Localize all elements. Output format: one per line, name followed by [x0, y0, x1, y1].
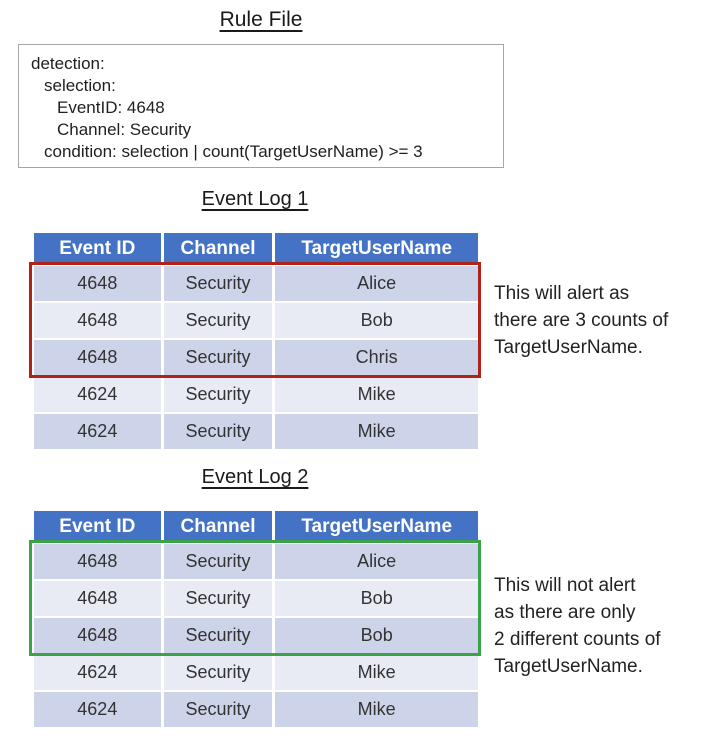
rule-line: selection:	[44, 76, 116, 95]
rule-file-title: Rule File	[219, 8, 303, 31]
table-row: 4648 Security Alice	[31, 542, 481, 581]
event-log-2-heading: Event Log 2	[201, 466, 309, 488]
cell-targetusername: Mike	[272, 690, 481, 729]
annotation-line: TargetUserName.	[494, 656, 643, 677]
cell-event-id: 4648	[31, 338, 164, 377]
column-header-channel: Channel	[160, 509, 276, 544]
cell-channel: Security	[160, 375, 276, 414]
cell-channel: Security	[160, 579, 276, 618]
cell-targetusername: Bob	[272, 616, 481, 655]
cell-targetusername: Bob	[272, 301, 481, 340]
cell-event-id: 4648	[31, 579, 164, 618]
annotation-line: there are 3 counts of	[494, 310, 669, 331]
column-header-targetusername: TargetUserName	[272, 509, 481, 544]
annotation-line: TargetUserName.	[494, 337, 643, 358]
log1-annotation: This will alert as there are 3 counts of…	[494, 280, 718, 361]
annotation-line: This will alert as	[494, 283, 630, 304]
cell-targetusername: Bob	[272, 579, 481, 618]
table-row: 4624 Security Mike	[31, 412, 481, 451]
cell-event-id: 4648	[31, 301, 164, 340]
cell-channel: Security	[160, 616, 276, 655]
cell-targetusername: Mike	[272, 375, 481, 414]
cell-event-id: 4624	[31, 653, 164, 692]
table-row: 4624 Security Mike	[31, 690, 481, 729]
cell-event-id: 4624	[31, 412, 164, 451]
table-header-row: Event ID Channel TargetUserName	[31, 231, 481, 266]
cell-channel: Security	[160, 412, 276, 451]
rule-line: EventID: 4648	[57, 98, 165, 117]
event-log-1-table: Event ID Channel TargetUserName 4648 Sec…	[31, 231, 481, 451]
event-log-1-heading: Event Log 1	[201, 188, 309, 210]
table-row: 4648 Security Alice	[31, 264, 481, 303]
cell-event-id: 4648	[31, 264, 164, 303]
column-header-channel: Channel	[160, 231, 276, 266]
column-header-event-id: Event ID	[31, 231, 164, 266]
cell-channel: Security	[160, 264, 276, 303]
column-header-targetusername: TargetUserName	[272, 231, 481, 266]
cell-event-id: 4648	[31, 616, 164, 655]
column-header-event-id: Event ID	[31, 509, 164, 544]
rule-line: detection:	[31, 54, 105, 73]
cell-event-id: 4648	[31, 542, 164, 581]
log2-annotation: This will not alert as there are only 2 …	[494, 572, 718, 680]
table-header-row: Event ID Channel TargetUserName	[31, 509, 481, 544]
table-row: 4624 Security Mike	[31, 375, 481, 414]
cell-targetusername: Mike	[272, 653, 481, 692]
annotation-line: as there are only	[494, 602, 636, 623]
cell-targetusername: Alice	[272, 542, 481, 581]
cell-targetusername: Alice	[272, 264, 481, 303]
annotation-line: This will not alert	[494, 575, 636, 596]
rule-line: condition: selection | count(TargetUserN…	[44, 142, 423, 161]
table-row: 4648 Security Bob	[31, 579, 481, 618]
cell-event-id: 4624	[31, 375, 164, 414]
cell-channel: Security	[160, 301, 276, 340]
cell-channel: Security	[160, 690, 276, 729]
table-row: 4648 Security Chris	[31, 338, 481, 377]
event-log-2-table: Event ID Channel TargetUserName 4648 Sec…	[31, 509, 481, 729]
cell-targetusername: Mike	[272, 412, 481, 451]
cell-channel: Security	[160, 653, 276, 692]
rule-file-code-box: detection: selection: EventID: 4648 Chan…	[18, 44, 504, 168]
rule-line: Channel: Security	[57, 120, 192, 139]
annotation-line: 2 different counts of	[494, 629, 661, 650]
cell-channel: Security	[160, 338, 276, 377]
cell-event-id: 4624	[31, 690, 164, 729]
table-row: 4648 Security Bob	[31, 616, 481, 655]
cell-channel: Security	[160, 542, 276, 581]
table-row: 4624 Security Mike	[31, 653, 481, 692]
table-row: 4648 Security Bob	[31, 301, 481, 340]
cell-targetusername: Chris	[272, 338, 481, 377]
